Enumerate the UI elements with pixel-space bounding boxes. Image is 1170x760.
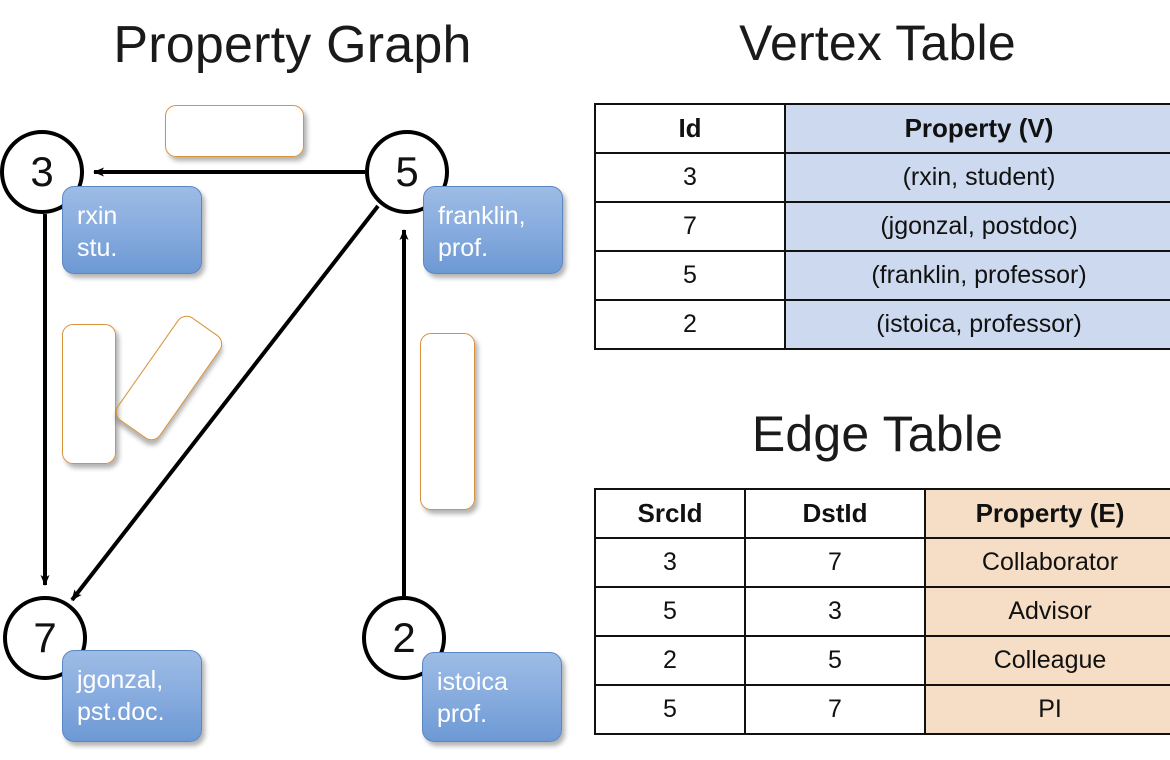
- table-row: 2 (istoica, professor): [594, 299, 1170, 350]
- table-row: 3 7 Collaborator: [594, 537, 1170, 588]
- vertex-table-header-row: Id Property (V): [594, 103, 1170, 154]
- edge-cell-src: 5: [594, 684, 746, 735]
- vertex-cell-property: (franklin, professor): [784, 250, 1170, 301]
- vertex-property-box-7: jgonzal, pst.doc.: [62, 650, 202, 742]
- page-title-edge-table: Edge Table: [751, 406, 1004, 462]
- edge-label-advisor-text: Advisor: [189, 115, 280, 146]
- vertex-property-box-5: franklin, prof.: [423, 186, 563, 274]
- edge-label-collab-text: Collab.: [74, 351, 105, 437]
- vertex-cell-id: 2: [594, 299, 786, 350]
- page-title-vertex-table: Vertex Table: [739, 15, 1016, 71]
- graph-node-7-label: 7: [33, 614, 57, 661]
- table-row: 7 (jgonzal, postdoc): [594, 201, 1170, 252]
- vertex-property-3-line2: stu.: [77, 234, 118, 262]
- vertex-cell-property: (rxin, student): [784, 152, 1170, 203]
- edge-cell-src: 3: [594, 537, 746, 588]
- vertex-property-5-line1: franklin,: [438, 202, 526, 230]
- edge-5-to-7: [70, 204, 380, 602]
- vertex-table-header-id: Id: [594, 103, 786, 154]
- edge-table-header-srcid: SrcId: [594, 488, 746, 539]
- table-row: 3 (rxin, student): [594, 152, 1170, 203]
- graph-node-5-label: 5: [395, 148, 419, 195]
- vertex-cell-property: (istoica, professor): [784, 299, 1170, 350]
- edge-label-advisor: Advisor: [165, 105, 304, 157]
- edge-cell-dst: 3: [744, 586, 926, 637]
- edge-cell-src: 2: [594, 635, 746, 686]
- vertex-table: Id Property (V) 3 (rxin, student) 7 (jgo…: [594, 103, 1170, 350]
- vertex-property-2-line1: istoica: [437, 668, 508, 696]
- edge-cell-dst: 7: [744, 684, 926, 735]
- table-row: 5 3 Advisor: [594, 586, 1170, 637]
- edge-cell-property: PI: [924, 684, 1170, 735]
- edge-cell-dst: 5: [744, 635, 926, 686]
- vertex-property-3-line1: rxin: [77, 202, 118, 230]
- edge-cell-property: Collaborator: [924, 537, 1170, 588]
- vertex-property-2-line2: prof.: [437, 700, 488, 728]
- vertex-table-header-property: Property (V): [784, 103, 1170, 154]
- vertex-property-5-line2: prof.: [438, 234, 489, 262]
- vertex-cell-id: 5: [594, 250, 786, 301]
- vertex-property-7-line2: pst.doc.: [77, 698, 165, 726]
- edge-label-colleague-text: Colleague: [433, 360, 463, 483]
- vertex-property-box-2: istoica prof.: [422, 652, 562, 742]
- graph-node-2-label: 2: [392, 614, 416, 661]
- edge-label-collab: Collab.: [62, 324, 116, 464]
- property-graph-panel: Property Graph 3 5 7: [0, 16, 563, 742]
- graph-node-3-label: 3: [30, 148, 54, 195]
- vertex-property-7-line1: jgonzal,: [77, 666, 164, 694]
- table-row: 5 7 PI: [594, 684, 1170, 735]
- table-row: 5 (franklin, professor): [594, 250, 1170, 301]
- edge-cell-src: 5: [594, 586, 746, 637]
- edge-table-header-dstid: DstId: [744, 488, 926, 539]
- edge-label-pi-text: PI: [149, 359, 190, 398]
- edge-cell-dst: 7: [744, 537, 926, 588]
- table-row: 2 5 Colleague: [594, 635, 1170, 686]
- edge-table-header-property: Property (E): [924, 488, 1170, 539]
- edge-label-colleague: Colleague: [420, 333, 475, 510]
- vertex-cell-id: 3: [594, 152, 786, 203]
- graph-node-5[interactable]: 5: [365, 130, 449, 214]
- vertex-property-box-3: rxin stu.: [62, 186, 202, 274]
- page-title-property-graph: Property Graph: [113, 16, 472, 74]
- graph-edges-layer: [40, 167, 409, 602]
- vertex-cell-id: 7: [594, 201, 786, 252]
- graph-node-2[interactable]: 2: [362, 596, 446, 680]
- edge-table: SrcId DstId Property (E) 3 7 Collaborato…: [594, 488, 1170, 735]
- edge-cell-property: Advisor: [924, 586, 1170, 637]
- vertex-cell-property: (jgonzal, postdoc): [784, 201, 1170, 252]
- edge-table-header-row: SrcId DstId Property (E): [594, 488, 1170, 539]
- edge-cell-property: Colleague: [924, 635, 1170, 686]
